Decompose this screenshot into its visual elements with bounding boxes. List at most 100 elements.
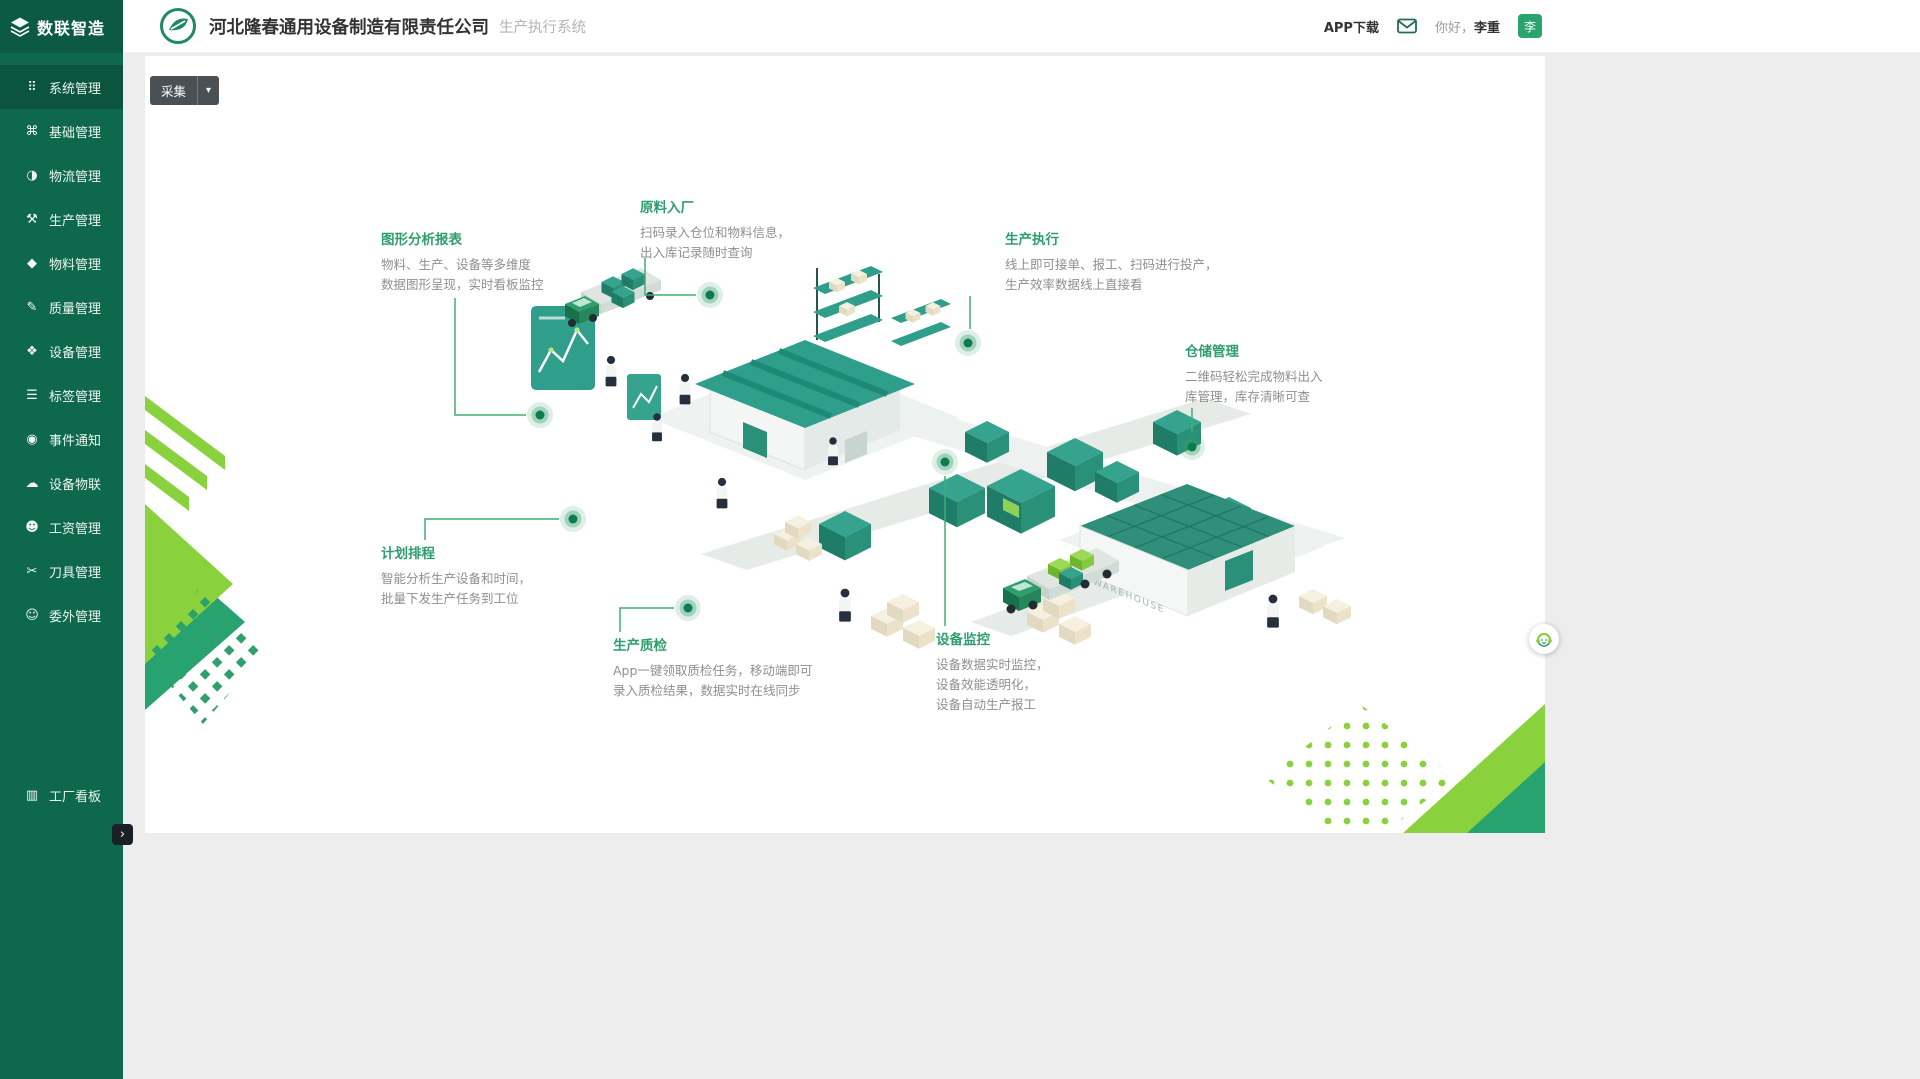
sidebar-item-label: 设备管理 [49,345,102,361]
callout-line: 智能分析生产设备和时间， [381,571,532,586]
top-header: 河北隆春通用设备制造有限责任公司 生产执行系统 APP下载 你好，李重 李 [123,0,1920,53]
warehouse-label: WAREHOUSE [1093,576,1165,616]
callout-production-execution: 生产执行 线上即可接单、报工、扫码进行投产， 生产效率数据线上直接看 [1005,228,1218,295]
sidebar-item-label-mgmt[interactable]: ☰ 标签管理 [0,373,123,417]
sidebar-item-label: 质量管理 [49,301,102,317]
callout-scheduling: 计划排程 智能分析生产设备和时间， 批量下发生产任务到工位 [381,542,531,609]
sidebar-item-salary[interactable]: ☻ 工资管理 [0,505,123,549]
callout-connectors [424,258,1193,632]
truck-outbound [1003,548,1119,614]
sidebar-item-material[interactable]: ◆ 物料管理 [0,241,123,285]
sidebar-item-factory-dashboard[interactable]: ▥ 工厂看板 [0,773,123,817]
collect-label: 采集 [161,84,187,99]
app-download-link[interactable]: APP下载 [1323,20,1379,36]
storage-racks [813,266,951,346]
callout-title: 仓储管理 [1185,344,1239,360]
iot-cloud-icon: ☁ [25,475,39,491]
callout-line: 数据图形呈现，实时看板监控 [381,277,544,292]
sidebar-logo: 数联智造 [0,0,123,53]
salary-icon: ☻ [25,519,39,535]
production-icon: ⚒ [26,211,38,227]
callout-line: 二维码轻松完成物料出入 [1185,369,1323,384]
callout-markers [527,282,1205,621]
callout-material-inbound: 原料入厂 扫码录入仓位和物料信息， 出入库记录随时查询 [640,196,790,263]
sidebar-item-label: 基础管理 [49,125,102,141]
callout-equipment-monitor: 设备监控 设备数据实时监控， 设备效能透明化， 设备自动生产报工 [936,628,1049,715]
warehouse-building: WAREHOUSE [1079,484,1295,617]
sidebar-item-label: 刀具管理 [49,565,102,581]
sidebar-item-label: 工厂看板 [49,789,102,805]
content-card: 采集 ▾ [145,56,1559,833]
main-content: 采集 ▾ [123,53,1920,1079]
callout-line: App一键领取质检任务，移动端即可 [613,663,813,678]
support-floating-button[interactable] [1529,624,1559,654]
callout-warehouse: 仓储管理 二维码轻松完成物料出入 库管理，库存清晰可查 [1185,340,1323,407]
sidebar-item-logistics[interactable]: ◑ 物流管理 [0,153,123,197]
sidebar-item-cutter[interactable]: ✂ 刀具管理 [0,549,123,593]
sidebar-nav: ⠿ 系统管理 ⌘ 基础管理 ◑ 物流管理 ⚒ 生产管理 ◆ 物料管理 ✎ 质量管… [0,53,123,637]
left-decoration [145,396,263,724]
cutter-icon: ✂ [26,563,38,579]
bottom-right-decoration [1265,704,1545,833]
sidebar-item-outsourcing[interactable]: ☺ 委外管理 [0,593,123,637]
basic-command-icon: ⌘ [25,123,39,139]
callout-graph-report: 图形分析报表 物料、生产、设备等多维度 数据图形呈现，实时看板监控 [381,228,544,295]
sidebar-item-label: 设备物联 [49,477,102,493]
sidebar-item-label: 系统管理 [49,81,102,97]
machines [819,410,1251,561]
callout-line: 设备自动生产报工 [936,697,1037,712]
material-icon: ◆ [27,255,37,271]
sidebar-item-label: 工资管理 [49,521,102,537]
mail-icon[interactable] [1397,18,1417,34]
collect-dropdown-button[interactable]: 采集 ▾ [150,76,220,105]
company-name: 河北隆春通用设备制造有限责任公司 [209,17,489,38]
header-actions: APP下载 你好，李重 李 [1324,14,1542,38]
sidebar: 数联智造 ⠿ 系统管理 ⌘ 基础管理 ◑ 物流管理 ⚒ 生产管理 ◆ 物料管理 … [0,0,123,1079]
callout-title: 生产质检 [613,638,667,654]
sidebar-item-label: 物流管理 [49,169,102,185]
sidebar-item-label: 标签管理 [49,389,102,405]
sidebar-item-iot[interactable]: ☁ 设备物联 [0,461,123,505]
equipment-icon: ❖ [26,343,38,359]
goods-boxes [774,515,1351,649]
notification-icon: ◉ [26,431,38,447]
greeting-text: 你好， [1434,20,1474,36]
user-greeting: 你好，李重 [1435,17,1500,36]
analytics-board [531,306,662,442]
workers [679,373,1279,628]
system-grid-icon: ⠿ [27,79,37,95]
sidebar-item-quality[interactable]: ✎ 质量管理 [0,285,123,329]
label-icon: ☰ [26,387,38,403]
sidebar-item-equipment[interactable]: ❖ 设备管理 [0,329,123,373]
callout-title: 计划排程 [381,546,435,562]
sidebar-item-production[interactable]: ⚒ 生产管理 [0,197,123,241]
company-logo-icon [160,8,196,44]
callout-title: 图形分析报表 [381,232,462,248]
sidebar-item-label: 生产管理 [49,213,102,229]
callout-quality-inspection: 生产质检 App一键领取质检任务，移动端即可 录入质检结果，数据实时在线同步 [613,634,812,701]
sidebar-collapse-button[interactable]: › [112,824,133,845]
sidebar-item-label: 物料管理 [49,257,102,273]
callout-line: 线上即可接单、报工、扫码进行投产， [1005,257,1218,272]
avatar[interactable]: 李 [1518,14,1542,38]
headset-icon [1536,632,1552,647]
callout-title: 设备监控 [936,632,990,648]
sidebar-item-notification[interactable]: ◉ 事件通知 [0,417,123,461]
callout-line: 扫码录入仓位和物料信息， [640,225,791,240]
sidebar-item-basic[interactable]: ⌘ 基础管理 [0,109,123,153]
logistics-icon: ◑ [26,167,38,183]
factory-illustration: WAREHOUSE [145,258,1545,833]
callout-line: 录入质检结果，数据实时在线同步 [613,683,801,698]
sidebar-item-label: 事件通知 [49,433,102,449]
callout-title: 原料入厂 [640,200,694,216]
sidebar-item-system[interactable]: ⠿ 系统管理 [0,65,123,109]
sidebar-logo-text: 数联智造 [37,18,106,38]
system-name: 生产执行系统 [499,19,586,36]
sidebar-logo-icon [10,17,30,37]
truck-inbound [565,268,661,327]
callout-line: 出入库记录随时查询 [640,245,753,260]
callout-line: 设备效能透明化， [936,677,1037,692]
callout-line: 批量下发生产任务到工位 [381,591,519,606]
chevron-right-icon: › [119,827,126,842]
factory-building [695,340,915,471]
